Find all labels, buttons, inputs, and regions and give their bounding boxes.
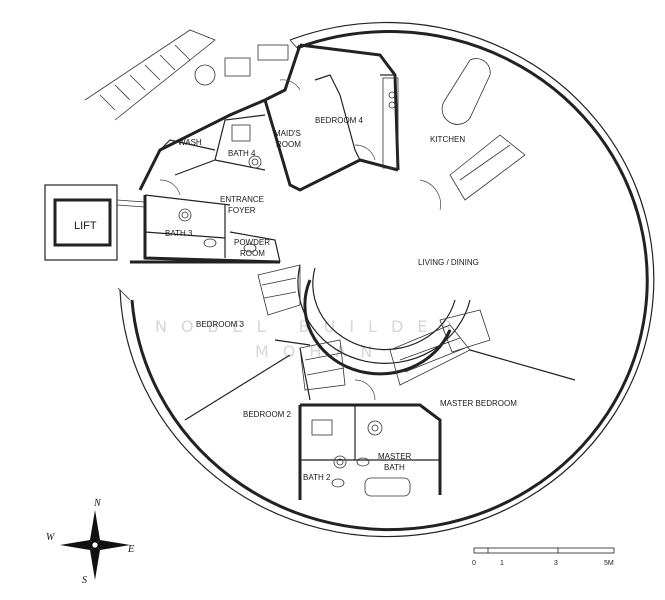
service-rooms [159,124,262,176]
label-bedroom3: BEDROOM 3 [196,320,245,329]
label-bedroom2: BEDROOM 2 [243,410,292,419]
label-powder-2: ROOM [240,249,265,258]
label-maids-room-2: ROOM [276,140,301,149]
label-wash: WASH [178,138,202,147]
label-bath2: BATH 2 [303,473,331,482]
north-wing-walls [138,43,400,192]
scale-label-5m: 5M [604,560,614,567]
compass-north: N [93,498,102,509]
label-master-bedroom: MASTER BEDROOM [440,399,517,408]
master-partition [469,349,576,381]
compass-west: W [46,532,56,543]
watermark-subtext: MOHAN [255,342,386,361]
compass-south: S [82,575,87,586]
label-kitchen: KITCHEN [430,135,465,144]
label-entrance: ENTRANCE [220,195,264,204]
label-bath4: BATH 4 [228,149,256,158]
staircase [84,29,289,121]
central-core [297,264,471,376]
scale-label-0: 0 [472,560,476,567]
bath-block-south [298,403,442,500]
room-labels: WASH BATH 4 MAID'S ROOM BEDROOM 4 KITCHE… [74,116,517,482]
scale-label-1: 1 [500,560,504,567]
label-powder-1: POWDER [234,238,270,247]
label-lift: LIFT [74,220,97,232]
label-bedroom4: BEDROOM 4 [315,116,364,125]
outer-walls [117,21,655,538]
label-foyer: FOYER [228,206,256,215]
label-living-dining: LIVING / DINING [418,258,479,267]
kitchen-fixtures [279,58,491,401]
label-bath3: BATH 3 [165,229,193,238]
scale-bar: 0 1 3 5M [472,547,615,567]
watermark-text: NOBEL BUILDER [155,317,467,336]
lift-shaft [44,184,146,261]
label-master-bath-1: MASTER [378,452,412,461]
label-master-bath-2: BATH [384,463,405,472]
bedroom-partitions [130,260,311,421]
label-maids-room-1: MAID'S [274,129,301,138]
compass-east: E [127,544,134,555]
compass-rose: N S E W [46,498,134,586]
scale-label-3: 3 [554,560,558,567]
